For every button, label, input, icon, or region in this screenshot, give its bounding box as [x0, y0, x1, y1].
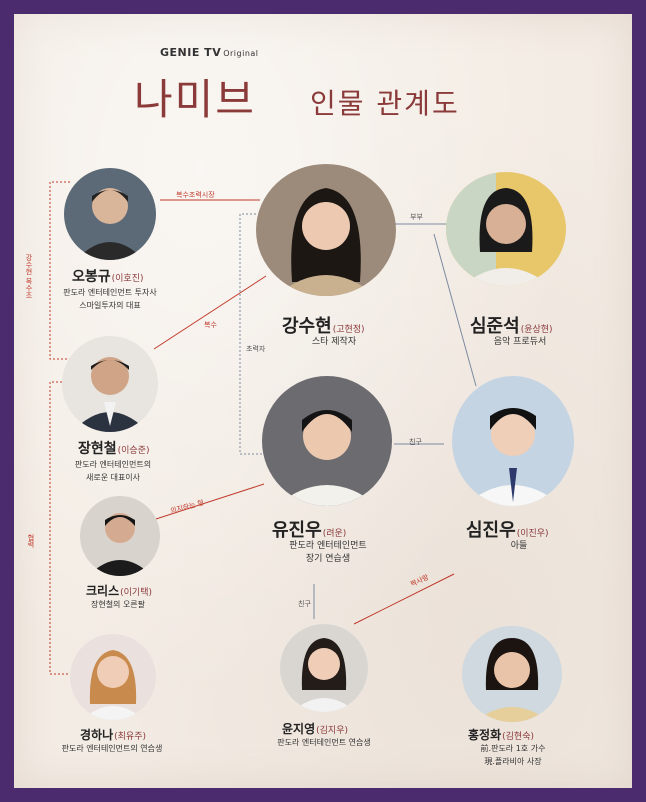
character-name: 장현철(이승준) [78, 441, 150, 457]
character-name: 경하나(최유주) [80, 728, 146, 742]
relation-label: 초력자 [246, 345, 266, 353]
line-ally-bracket [49, 381, 70, 675]
portrait-gyeong-hana [70, 634, 156, 720]
character-desc: 판도라 엔터테인먼트의 연습생 [61, 744, 163, 753]
chart-subtitle: 인물 관계도 [310, 87, 460, 120]
relation-label: 협력 [27, 534, 35, 548]
relation-lines [49, 181, 477, 675]
line-left-bracket [49, 181, 70, 360]
relation-label: 강수현 복수조 [25, 254, 33, 299]
character-desc: 장현철의 오른팔 [90, 600, 146, 609]
relation-label: 친구 [298, 600, 311, 608]
portrait-kang-suhyeon [256, 164, 396, 296]
portrait-hong-jeonghwa [462, 626, 562, 722]
character-desc: 판도라 엔터테인먼트 연습생 [277, 738, 371, 747]
character-name: 윤지영(김지우) [282, 722, 348, 736]
relation-label: 친구 [409, 438, 422, 446]
portrait-jang-hyeoncheol [62, 336, 158, 432]
portrait-chris [80, 496, 160, 576]
line-revenge [153, 275, 267, 350]
relation-label: 복수조력시장 [176, 191, 215, 199]
relation-label: 부부 [410, 213, 423, 221]
character-name: 홍정화(김현숙) [468, 728, 534, 742]
portrait-sim-jinwoo [452, 376, 574, 506]
drama-title: 나미브 [134, 75, 256, 124]
portrait-oh-bonggyu [64, 168, 156, 260]
line-scout [239, 213, 264, 455]
relation-label: 복수 [204, 321, 217, 329]
line-crush [353, 573, 455, 625]
character-name: 오봉규(이호진) [72, 269, 144, 285]
line-parent [433, 233, 477, 387]
portrait-sim-junseok [446, 172, 566, 286]
character-name: 크리스(이기택) [86, 584, 152, 598]
character-desc: 스타 제작자 [311, 337, 357, 347]
character-desc: 음악 프로듀서 [493, 337, 547, 347]
portrait-yu-jinwoo [262, 376, 392, 506]
line-suspect [155, 483, 265, 520]
character-name: 심진우(이진우) [466, 520, 549, 541]
portrait-yun-jiyeong [280, 624, 368, 712]
character-desc: 아들 [510, 541, 528, 551]
character-name: 유진우(려운) [272, 520, 347, 541]
character-name: 강수현(고현정) [282, 316, 365, 337]
character-name: 심준석(윤상현) [470, 316, 553, 337]
